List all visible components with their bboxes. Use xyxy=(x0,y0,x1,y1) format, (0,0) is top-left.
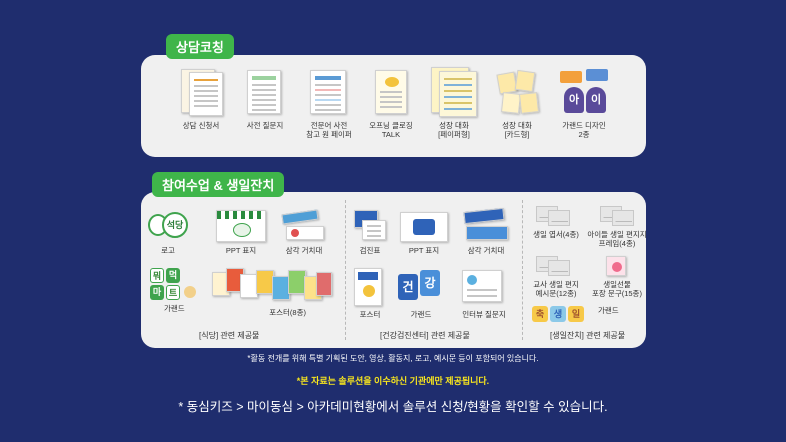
group-label-birthday: [생일잔치] 관련 제공물 xyxy=(550,331,626,340)
garland-flag: 먹 xyxy=(166,268,180,283)
health-garland-item: 건 강 가랜드 xyxy=(392,266,450,319)
health-stand-item: 삼각 거치대 xyxy=(456,206,516,255)
application-form-thumbnail xyxy=(177,67,225,117)
garland-thumbnail: 아 이 xyxy=(556,67,612,117)
logo-text: 석당 xyxy=(162,212,188,238)
item-caption: 성장 대화[페이퍼형] xyxy=(438,121,470,140)
application-form-item: 상담 신청서 xyxy=(169,67,233,130)
garland-flag: 트 xyxy=(166,285,180,300)
garland-flag: 강 xyxy=(420,270,440,296)
garland-flag: 축 xyxy=(532,306,548,322)
glossary-thumbnail xyxy=(306,67,352,117)
garland-flag: 생 xyxy=(550,306,566,322)
garland-flag: 건 xyxy=(398,274,418,300)
group-divider xyxy=(522,200,523,340)
item-caption: 가랜드 xyxy=(598,306,619,315)
item-caption: PPT 표지 xyxy=(408,246,440,255)
garland-flag: 일 xyxy=(568,306,584,322)
item-caption: 포스터(8종) xyxy=(269,308,306,317)
interview-questions-item: 인터뷰 질문지 xyxy=(452,266,516,319)
birthday-postcard-item: 생일 엽서(4종) xyxy=(528,204,584,239)
group-divider xyxy=(345,200,346,340)
item-caption: 가랜드 xyxy=(164,304,185,313)
item-caption: 삼각 거치대 xyxy=(285,246,323,255)
item-caption: 포스터 xyxy=(359,310,381,319)
growth-card-thumbnail xyxy=(494,67,540,117)
restaurant-ppt-item: PPT 표지 xyxy=(212,206,270,255)
pre-questionnaire-item: 사전 질문지 xyxy=(235,67,295,130)
item-caption: 인터뷰 질문지 xyxy=(462,310,506,319)
growth-talk-paper-item: 성장 대화[페이퍼형] xyxy=(423,65,485,140)
item-caption: 삼각 거치대 xyxy=(467,246,505,255)
notice-contents: *활동 전개를 위해 특별 기획된 도안, 영상, 활동지, 로고, 예시문 등… xyxy=(247,354,539,363)
questionnaire-thumbnail xyxy=(243,67,287,117)
health-ppt-item: PPT 표지 xyxy=(396,206,452,255)
birthday-garland-item: 축 생 일 가랜드 xyxy=(526,304,646,324)
garland-flag: 아 xyxy=(564,87,584,113)
item-caption: 로고 xyxy=(161,246,175,255)
restaurant-stand-item: 삼각 거치대 xyxy=(276,206,332,255)
growth-talk-card-item: 성장 대화[카드형] xyxy=(487,67,547,140)
restaurant-poster-item: 포스터(8종) xyxy=(208,266,336,317)
section-title-participation: 참여수업 & 생일잔치 xyxy=(152,172,285,197)
item-caption: 사전 질문지 xyxy=(246,121,284,130)
notice-navigation-path: * 동심키즈 > 마이동심 > 아카데미현황에서 솔루션 신청/현황을 확인할 … xyxy=(178,400,608,414)
group-label-health-center: [건강검진센터] 관련 제공물 xyxy=(380,331,470,340)
garland-flag: 이 xyxy=(586,87,606,113)
item-caption: PPT 표지 xyxy=(225,246,257,255)
garland-flag: 마 xyxy=(150,285,164,300)
item-caption: 가랜드 xyxy=(410,310,432,319)
item-caption: 상담 신청서 xyxy=(182,121,220,130)
restaurant-logo-item: 석당 로고 xyxy=(146,206,190,255)
notice-eligibility: *본 자료는 솔루션을 이수하신 기관에만 제공됩니다. xyxy=(296,376,490,386)
item-caption: 생일 엽서(4종) xyxy=(533,230,579,239)
growth-paper-thumbnail xyxy=(429,65,479,117)
group-label-restaurant: [식당] 관련 제공물 xyxy=(199,331,260,340)
item-caption: 성장 대화[카드형] xyxy=(502,121,532,140)
garland-flag: 뭐 xyxy=(150,268,164,283)
counseling-panel: 상담 신청서 사전 질문지 xyxy=(141,55,646,157)
talk-thumbnail xyxy=(369,67,413,117)
item-caption: 검진표 xyxy=(359,246,381,255)
health-poster-item: 포스터 xyxy=(350,266,390,319)
health-checkup-sheet-item: 검진표 xyxy=(350,206,390,255)
section-title-counseling: 상담코칭 xyxy=(166,34,234,59)
restaurant-garland-item: 뭐 먹 마 트 가랜드 xyxy=(146,266,206,313)
